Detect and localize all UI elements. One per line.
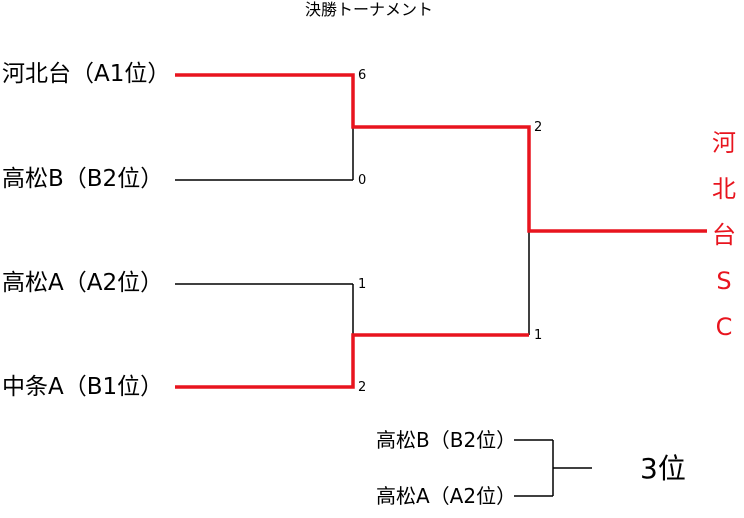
champion-char: 北: [712, 175, 736, 203]
team-4-score: 2: [358, 380, 367, 395]
third-team-1-name: 高松B（B2位）: [376, 428, 517, 452]
semi-top-score: 2: [534, 120, 543, 135]
team-1-score: 6: [358, 68, 367, 83]
team-3-score: 1: [358, 277, 367, 292]
winner-path-top: [175, 73, 707, 233]
team-2-score: 0: [358, 173, 367, 188]
team-3-name: 高松A（A2位）: [2, 270, 164, 296]
team-1-name: 河北台（A1位）: [2, 61, 171, 87]
team-4-name: 中条A（B1位）: [2, 374, 164, 400]
third-team-2-name: 高松A（A2位）: [376, 484, 517, 508]
team-2-name: 高松B（B2位）: [2, 166, 164, 192]
winner-path-bottom: [175, 333, 529, 389]
champion-char: 台: [712, 221, 736, 249]
third-place-label: 3位: [640, 452, 686, 485]
diagram-title: 決勝トーナメント: [305, 0, 434, 19]
champion-char: 河: [712, 129, 736, 157]
champion-char: S: [716, 267, 732, 295]
champion-char: C: [715, 313, 733, 341]
semi-bottom-score: 1: [534, 328, 543, 343]
champion-label: 河 北 台 S C: [711, 120, 737, 350]
